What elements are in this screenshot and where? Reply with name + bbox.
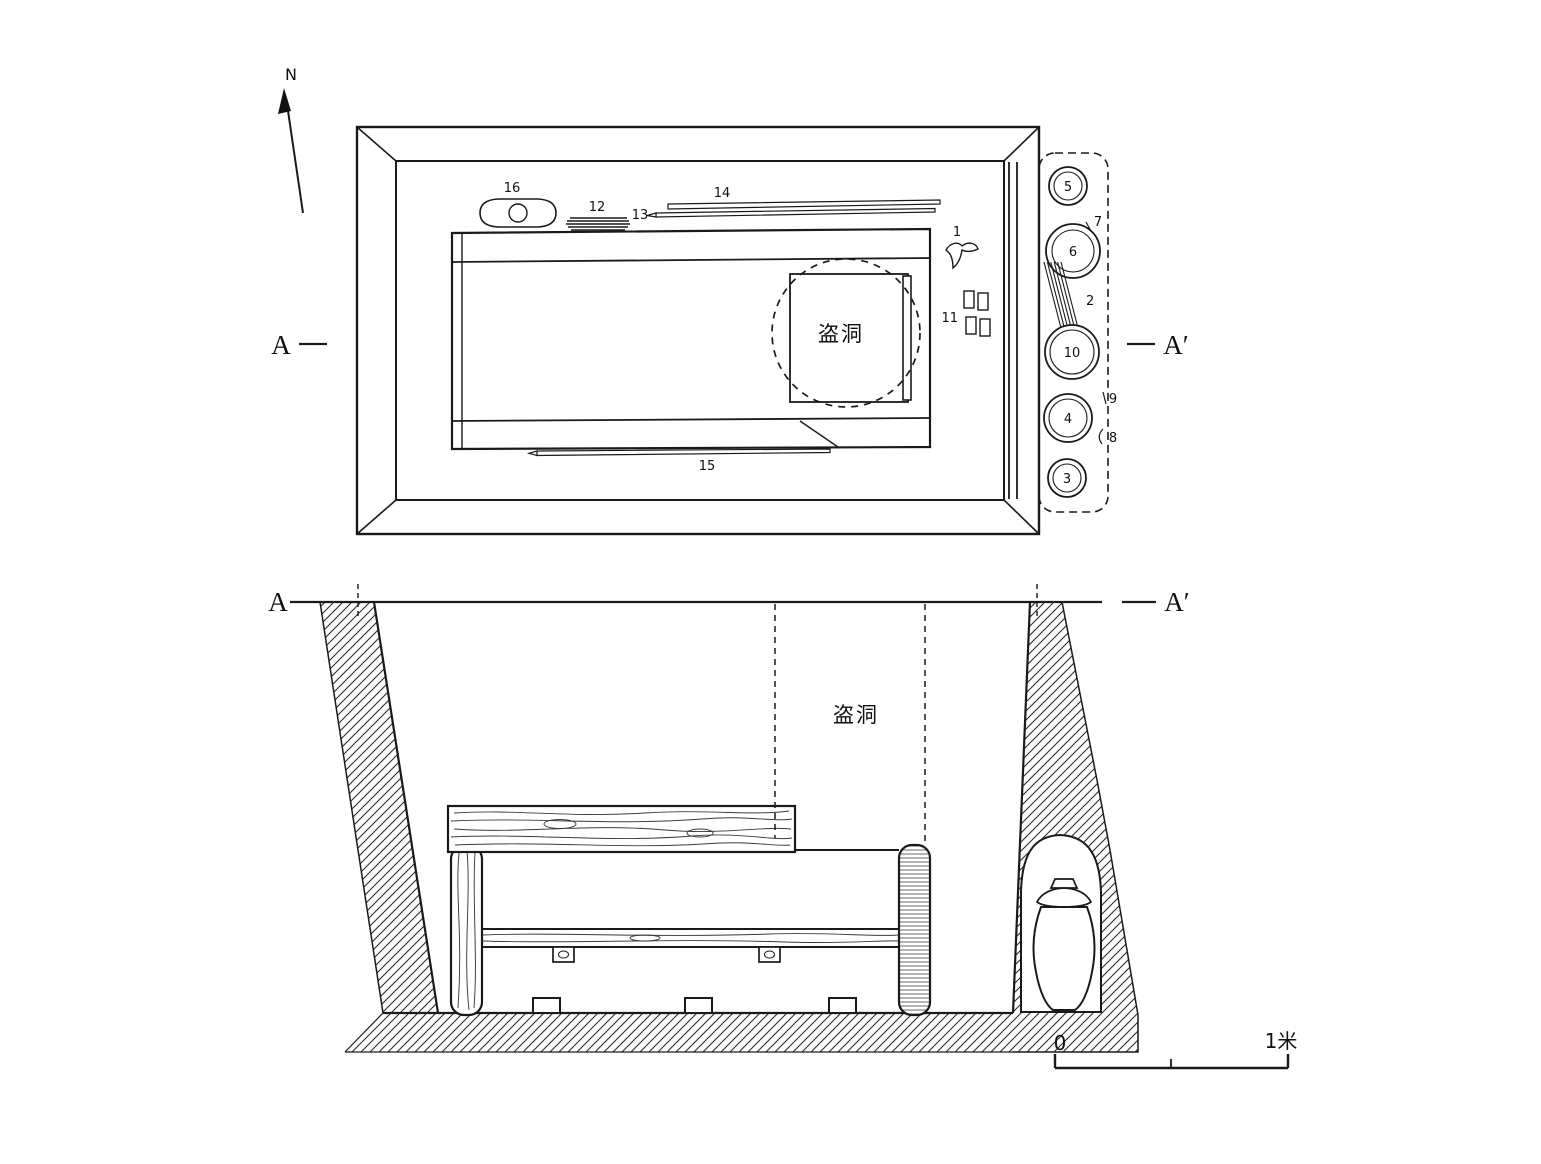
coffin-cleat-left xyxy=(552,946,575,963)
vessel-3: 3 xyxy=(1047,458,1087,498)
scale-bar: 0 1米 xyxy=(1054,1029,1298,1070)
section-view: A A′ xyxy=(268,584,1298,1070)
coffin-section xyxy=(446,804,932,1017)
vessel-label-4: 4 xyxy=(1064,412,1072,427)
left-wall-fill xyxy=(320,602,438,1013)
left-wall-inner-edge xyxy=(372,601,440,1014)
artifact-label-9: 9 xyxy=(1109,392,1117,407)
right-wall-outer-edge xyxy=(1013,601,1139,1053)
vessel-body xyxy=(1032,906,1096,1011)
coffin-foot-2 xyxy=(684,997,713,1014)
artifact-13-rod: 13 xyxy=(632,207,936,223)
floor-fill xyxy=(345,1013,1013,1052)
vessel-label-10: 10 xyxy=(1064,346,1081,361)
left-wall-outer-edge xyxy=(319,601,384,1014)
rod-14 xyxy=(667,199,941,210)
partition-plank xyxy=(1008,162,1018,499)
artifact-label-16: 16 xyxy=(504,181,521,196)
scale-zero-label: 0 xyxy=(1054,1031,1067,1055)
artifact-label-15: 15 xyxy=(699,459,716,474)
artifact-11-plaques: 11 xyxy=(941,290,991,337)
coffin-cleat-right xyxy=(758,946,781,963)
artifact-14-pole: 14 xyxy=(667,186,941,210)
artifact-2-stick-bundle: 2 xyxy=(1043,261,1094,333)
headrest-hole xyxy=(508,203,528,223)
section-marker-a-prime: A′ xyxy=(1164,587,1189,617)
north-label: N xyxy=(285,65,297,84)
floor-left-edge xyxy=(344,1012,384,1053)
robber-hole-label-section: 盗洞 xyxy=(833,703,879,727)
north-arrow-head xyxy=(278,88,291,114)
artifact-label-8: 8 xyxy=(1109,431,1117,446)
plan-marker-a: A xyxy=(271,330,291,360)
broken-edge xyxy=(799,420,839,448)
artifact-label-7: 7 xyxy=(1094,215,1102,230)
north-arrow: N xyxy=(278,65,304,214)
right-wall-inner-edge xyxy=(1011,601,1032,1014)
robber-hole-plan: 盗洞 xyxy=(771,258,921,408)
rod-15-tip xyxy=(526,450,538,457)
artifact-12-bundle: 12 xyxy=(566,200,630,231)
artifact-label-12: 12 xyxy=(589,200,606,215)
coffin-floor-plank xyxy=(476,928,905,948)
robber-hole-boundary xyxy=(771,258,921,408)
coffin-foot-3 xyxy=(828,997,857,1014)
vessel-4: 4 xyxy=(1043,393,1093,443)
niche-boundary xyxy=(1038,152,1109,513)
vessel-section xyxy=(1032,878,1096,1011)
tomb-corner-miters xyxy=(356,126,1040,535)
robber-hole-label-plan: 盗洞 xyxy=(818,322,864,346)
artifact-label-11: 11 xyxy=(941,311,958,326)
vessel-knob xyxy=(1049,878,1079,889)
niche-plan: 5 7 6 2 10 9 xyxy=(1038,152,1117,513)
coffin-end-board-east xyxy=(897,843,932,1017)
coffin-foot-1 xyxy=(532,997,561,1014)
vessel-label-3: 3 xyxy=(1063,472,1071,487)
vessel-6: 6 xyxy=(1045,223,1101,279)
artifact-label-2: 2 xyxy=(1086,294,1094,309)
item-8-mark xyxy=(1098,428,1104,445)
artifact-label-14: 14 xyxy=(714,186,731,201)
artifact-1-bird-piece: 1 xyxy=(945,225,979,270)
vessel-label-6: 6 xyxy=(1069,245,1077,260)
robber-hole-pit xyxy=(789,273,909,403)
artifact-16-headrest: 16 xyxy=(479,181,557,228)
bird-piece-outline xyxy=(945,242,979,270)
section-marker-a: A xyxy=(268,587,288,617)
vessel-5: 5 xyxy=(1048,166,1088,206)
item-9-mark xyxy=(1102,391,1107,405)
coffin-lid-plank xyxy=(446,804,797,854)
rod-13-tip xyxy=(646,212,657,218)
plan-marker-a-prime: A′ xyxy=(1163,330,1188,360)
north-arrow-line xyxy=(286,103,304,214)
vessel-label-5: 5 xyxy=(1064,180,1072,195)
artifact-label-13: 13 xyxy=(632,208,649,223)
coffin-end-board-west xyxy=(449,844,484,1017)
plan-view: 盗洞 16 12 13 14 1 xyxy=(271,125,1189,536)
coffin-east-end xyxy=(902,275,912,401)
artifact-15-rod: 15 xyxy=(526,448,831,474)
robber-hole-section: 盗洞 xyxy=(774,604,926,843)
artifact-label-1: 1 xyxy=(953,225,961,240)
coffin-south-wall xyxy=(451,417,931,422)
scale-one-meter-label: 1米 xyxy=(1265,1029,1298,1053)
vessel-10: 10 xyxy=(1044,324,1100,380)
